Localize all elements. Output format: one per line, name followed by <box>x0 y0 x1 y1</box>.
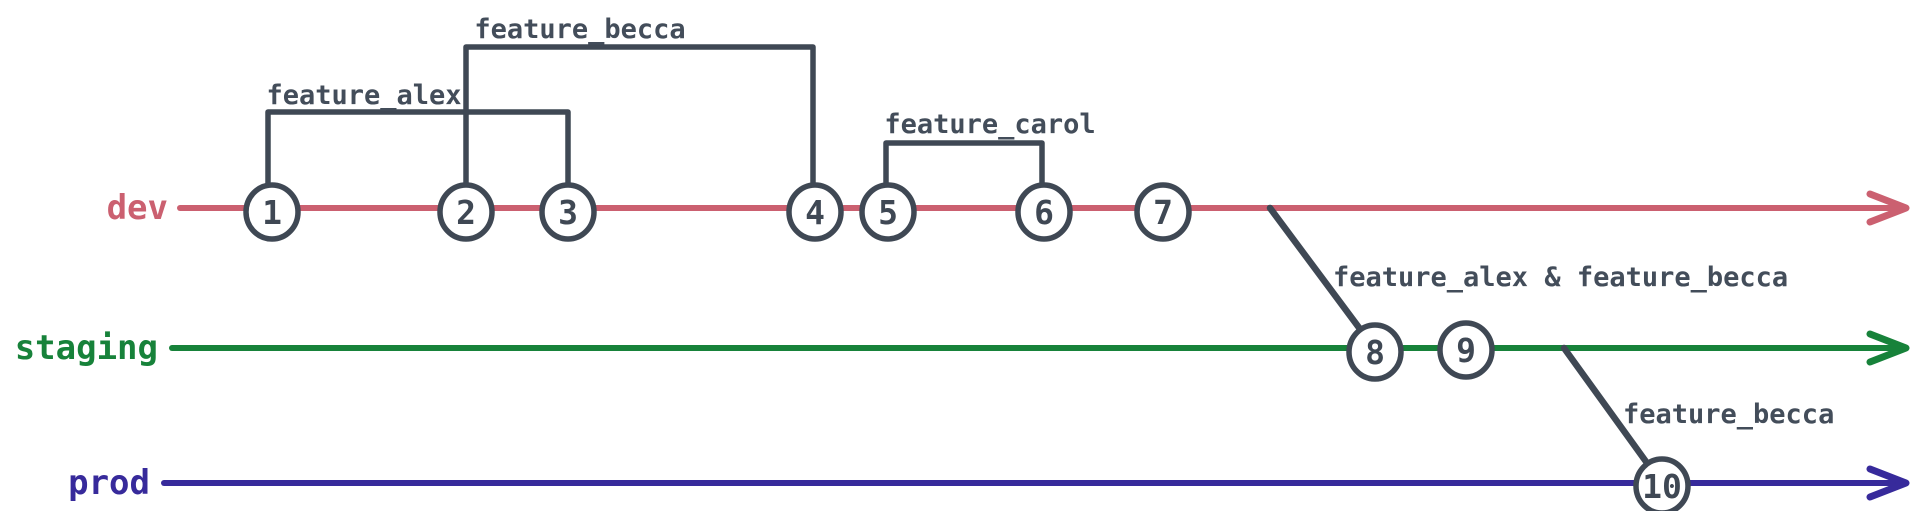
commit-number-1: 1 <box>262 193 282 232</box>
commit-node-7 <box>1134 182 1192 242</box>
commit-number-2: 2 <box>456 193 476 232</box>
commit-node-8 <box>1346 322 1404 382</box>
arrowhead-icon-dev <box>1866 190 1910 226</box>
commit-node-3 <box>539 182 597 242</box>
merge-edge-1 <box>1560 344 1651 467</box>
commit-number-3: 3 <box>558 193 578 232</box>
feature-bracket-label-2: feature_carol <box>884 109 1095 140</box>
branch-label-staging: staging <box>15 328 158 368</box>
commit-number-4: 4 <box>805 193 825 232</box>
commit-number-6: 6 <box>1034 193 1054 232</box>
arrowhead-icon-staging <box>1866 330 1910 366</box>
feature-bracket-feature_alex <box>265 109 571 189</box>
commit-number-7: 7 <box>1153 193 1173 232</box>
commit-number-9: 9 <box>1456 331 1476 370</box>
commit-node-6 <box>1015 182 1073 242</box>
arrowhead-icon-prod <box>1866 465 1910 501</box>
feature-bracket-label-0: feature_alex <box>266 80 461 111</box>
commit-node-9 <box>1437 320 1495 380</box>
commit-number-8: 8 <box>1365 333 1385 372</box>
commit-node-5 <box>859 182 917 242</box>
commit-number-5: 5 <box>878 193 898 232</box>
commit-node-2 <box>437 182 495 242</box>
merge-label-0: feature_alex & feature_becca <box>1333 262 1788 293</box>
commit-node-4 <box>786 182 844 242</box>
merge-label-1: feature_becca <box>1623 399 1834 430</box>
commit-node-1 <box>243 182 301 242</box>
branch-label-dev: dev <box>107 188 168 228</box>
merge-edge-0 <box>1266 204 1364 333</box>
commit-node-10 <box>1633 456 1691 511</box>
feature-bracket-feature_becca <box>463 44 816 189</box>
feature-bracket-label-1: feature_becca <box>474 14 685 45</box>
branch-label-prod: prod <box>68 463 150 503</box>
feature-bracket-feature_carol <box>883 140 1045 189</box>
commit-number-10: 10 <box>1642 467 1682 506</box>
